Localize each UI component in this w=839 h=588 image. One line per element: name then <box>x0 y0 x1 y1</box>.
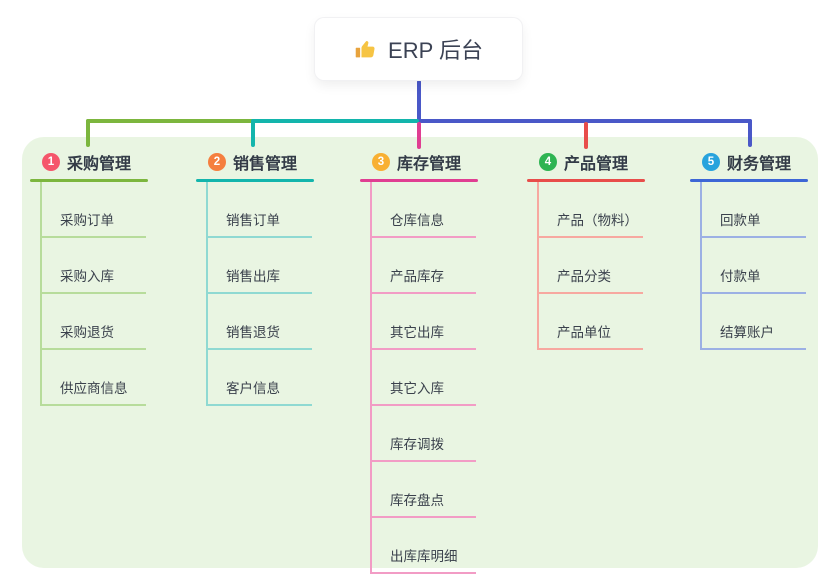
child-item-label: 采购退货 <box>60 325 114 340</box>
child-item[interactable]: 销售订单 <box>206 182 312 238</box>
branch-title-label: 库存管理 <box>397 156 462 173</box>
branch-children: 销售订单销售出库销售退货客户信息 <box>206 182 312 406</box>
child-item[interactable]: 供应商信息 <box>40 350 146 406</box>
child-item-label: 结算账户 <box>720 325 774 340</box>
branch-title-label: 财务管理 <box>727 156 792 173</box>
child-item-label: 供应商信息 <box>60 381 128 396</box>
child-item-label: 产品（物料） <box>557 213 638 228</box>
child-item-label: 产品分类 <box>557 269 611 284</box>
child-item[interactable]: 产品单位 <box>537 294 643 350</box>
connector-drop-branch-5 <box>748 119 752 147</box>
branch-sales: 2 销售管理 销售订单销售出库销售退货客户信息 <box>196 151 314 406</box>
connector-drop-branch-3 <box>417 122 421 149</box>
child-item[interactable]: 产品库存 <box>370 238 476 294</box>
connector-horizontal-blue <box>419 119 752 123</box>
branch-title-finance[interactable]: 5 财务管理 <box>690 151 808 173</box>
child-item[interactable]: 付款单 <box>700 238 806 294</box>
badge-1: 1 <box>42 153 60 171</box>
root-node-label: ERP 后台 <box>388 38 483 63</box>
branch-title-label: 采购管理 <box>67 156 132 173</box>
branch-title-sales[interactable]: 2 销售管理 <box>196 151 314 173</box>
child-item-label: 其它入库 <box>390 381 444 396</box>
connector-drop-branch-1 <box>86 119 90 147</box>
child-item-label: 付款单 <box>720 269 761 284</box>
child-item[interactable]: 回款单 <box>700 182 806 238</box>
child-item[interactable]: 采购订单 <box>40 182 146 238</box>
branch-children: 采购订单采购入库采购退货供应商信息 <box>40 182 146 406</box>
badge-5: 5 <box>702 153 720 171</box>
child-item[interactable]: 库存调拨 <box>370 406 476 462</box>
badge-3: 3 <box>372 153 390 171</box>
child-item-label: 客户信息 <box>226 381 280 396</box>
child-item-label: 其它出库 <box>390 325 444 340</box>
child-item-label: 仓库信息 <box>390 213 444 228</box>
child-item[interactable]: 出库库明细 <box>370 518 476 574</box>
branch-title-label: 销售管理 <box>233 156 298 173</box>
branch-children: 回款单付款单结算账户 <box>700 182 806 350</box>
thumbs-up-icon <box>355 40 375 57</box>
child-item[interactable]: 采购入库 <box>40 238 146 294</box>
branch-title-product[interactable]: 4 产品管理 <box>527 151 645 173</box>
branch-underline <box>196 179 314 182</box>
badge-4: 4 <box>539 153 557 171</box>
branch-children: 仓库信息产品库存其它出库其它入库库存调拨库存盘点出库库明细 <box>370 182 476 574</box>
branch-title-label: 产品管理 <box>564 156 629 173</box>
badge-2: 2 <box>208 153 226 171</box>
branch-inventory: 3 库存管理 仓库信息产品库存其它出库其它入库库存调拨库存盘点出库库明细 <box>360 151 478 574</box>
child-item-label: 采购订单 <box>60 213 114 228</box>
branch-underline <box>360 179 478 182</box>
connector-drop-branch-2 <box>251 119 255 147</box>
child-item[interactable]: 客户信息 <box>206 350 312 406</box>
child-item[interactable]: 其它出库 <box>370 294 476 350</box>
child-item[interactable]: 销售出库 <box>206 238 312 294</box>
branch-product: 4 产品管理 产品（物料） 产品分类产品单位 <box>527 151 645 350</box>
child-item[interactable]: 销售退货 <box>206 294 312 350</box>
branch-title-purchase[interactable]: 1 采购管理 <box>30 151 148 173</box>
branch-purchase: 1 采购管理 采购订单采购入库采购退货供应商信息 <box>30 151 148 406</box>
child-item-label: 销售出库 <box>226 269 280 284</box>
child-item-label: 销售退货 <box>226 325 280 340</box>
branch-underline <box>30 179 148 182</box>
branch-finance: 5 财务管理 回款单付款单结算账户 <box>690 151 808 350</box>
child-item[interactable]: 产品分类 <box>537 238 643 294</box>
child-item-label: 库存盘点 <box>390 493 444 508</box>
child-item[interactable]: 仓库信息 <box>370 182 476 238</box>
child-item[interactable]: 采购退货 <box>40 294 146 350</box>
branch-underline <box>690 179 808 182</box>
child-item-label: 库存调拨 <box>390 437 444 452</box>
child-item-label: 产品单位 <box>557 325 611 340</box>
child-item-label: 回款单 <box>720 213 761 228</box>
child-item-label: 产品库存 <box>390 269 444 284</box>
child-item[interactable]: 其它入库 <box>370 350 476 406</box>
branch-underline <box>527 179 645 182</box>
branch-title-inventory[interactable]: 3 库存管理 <box>360 151 478 173</box>
connector-horizontal-teal <box>251 119 419 123</box>
child-item-label: 出库库明细 <box>390 549 458 564</box>
child-item[interactable]: 库存盘点 <box>370 462 476 518</box>
connector-drop-branch-4 <box>584 122 588 149</box>
child-item[interactable]: 产品（物料） <box>537 182 643 238</box>
branch-children: 产品（物料） 产品分类产品单位 <box>537 182 643 350</box>
branches-panel <box>22 137 818 568</box>
child-item-label: 销售订单 <box>226 213 280 228</box>
child-item[interactable]: 结算账户 <box>700 294 806 350</box>
connector-horizontal-green <box>86 119 255 123</box>
root-node[interactable]: ERP 后台 <box>315 18 522 80</box>
child-item-label: 采购入库 <box>60 269 114 284</box>
connector-root-stem <box>417 80 421 123</box>
